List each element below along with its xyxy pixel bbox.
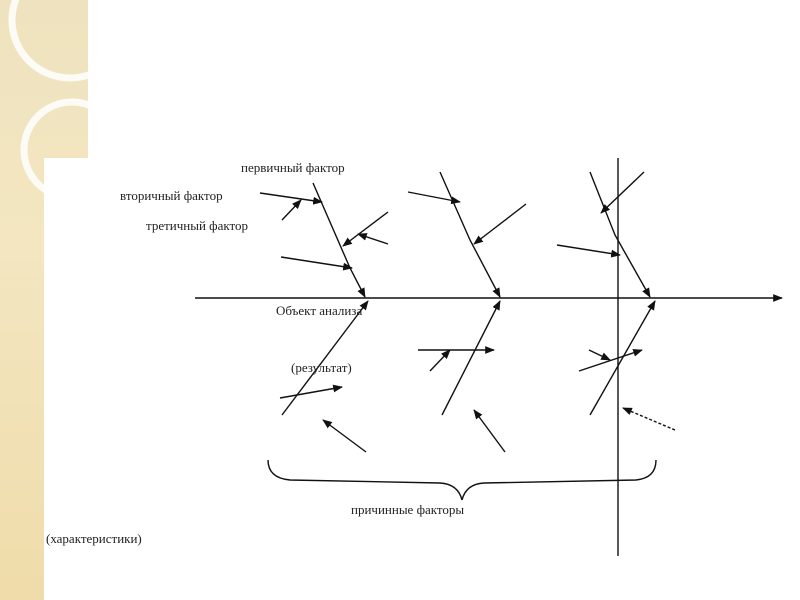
tertiary-factor-label: третичный фактор — [146, 218, 249, 233]
upper-bone-1 — [312, 182, 366, 298]
secondary-arrow-1b — [342, 211, 389, 247]
secondary-arrow-1c — [280, 256, 353, 271]
primary-factor-label: первичный фактор — [241, 160, 345, 175]
upper-bone-3 — [589, 171, 651, 298]
lower-secondary-3b — [578, 349, 643, 372]
causal-factors-label: причинные факторы — [351, 502, 465, 517]
lower-bone-3 — [589, 300, 656, 416]
lower-bone-1 — [281, 300, 369, 416]
lower-secondary-1b — [322, 419, 367, 453]
lower-secondary-3c — [622, 407, 676, 431]
lower-secondary-2b — [429, 349, 451, 372]
tertiary-arrow-1 — [357, 233, 389, 245]
secondary-arrow-3b — [556, 244, 621, 258]
object-label-line1: Объект анализа — [276, 303, 363, 318]
lower-secondary-3a — [588, 349, 611, 361]
characteristics-label: (характеристики) — [46, 531, 142, 546]
secondary-arrow-3a — [600, 171, 645, 214]
secondary-arrow-2a — [407, 191, 461, 205]
upper-bone-2 — [439, 171, 501, 298]
lower-bone-2 — [441, 300, 501, 416]
lower-secondary-2c — [473, 409, 506, 453]
secondary-arrow-2b — [473, 203, 527, 245]
pointer-arrow-tertiary — [281, 199, 302, 221]
secondary-factor-label: вторичный фактор — [120, 188, 223, 203]
causal-factors-brace — [267, 459, 657, 501]
secondary-arrow-1a — [259, 192, 323, 205]
content-area — [44, 158, 800, 600]
lower-secondary-1a — [279, 384, 343, 399]
object-label-line2: (результат) — [291, 360, 352, 375]
